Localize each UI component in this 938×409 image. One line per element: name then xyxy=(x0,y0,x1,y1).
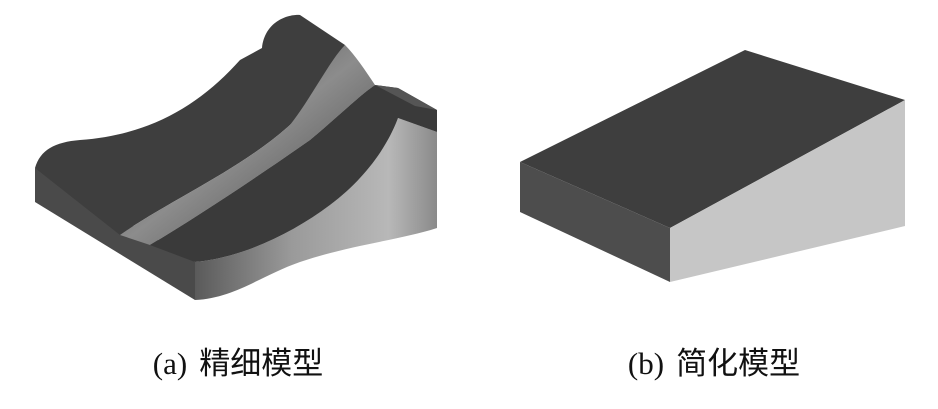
side-face xyxy=(670,100,905,282)
top-surface-left xyxy=(35,14,345,235)
caption-b-text: 简化模型 xyxy=(676,346,801,382)
groove xyxy=(120,45,375,245)
caption-b: (b) 简化模型 xyxy=(628,338,800,383)
simplified-model xyxy=(520,50,905,282)
left-front-face xyxy=(35,168,195,300)
caption-a: (a) 精细模型 xyxy=(153,338,323,383)
caption-a-label: (a) xyxy=(152,346,188,381)
detailed-model xyxy=(35,14,437,300)
edge-strip xyxy=(375,85,437,110)
caption-a-text: 精细模型 xyxy=(199,346,324,382)
caption-b-label: (b) xyxy=(627,346,665,381)
top-surface-right xyxy=(150,85,437,262)
top-face xyxy=(520,50,905,228)
right-front-face xyxy=(195,118,437,300)
front-face xyxy=(520,162,670,282)
